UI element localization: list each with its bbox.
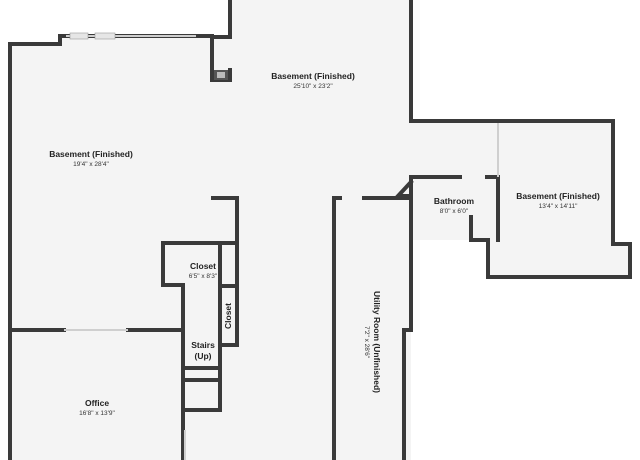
room-basement-right: Basement (Finished) 13'4" x 14'11" bbox=[516, 191, 600, 210]
room-name: Bathroom bbox=[434, 196, 475, 206]
top-windows bbox=[66, 32, 196, 40]
room-name: Basement (Finished) bbox=[49, 149, 133, 159]
interior-walls bbox=[8, 123, 500, 460]
room-name: Stairs bbox=[191, 340, 215, 350]
room-stairs: Stairs (Up) bbox=[191, 340, 215, 361]
room-dims: 16'8" x 13'9" bbox=[79, 410, 115, 417]
room-name: Closet bbox=[223, 303, 233, 329]
room-utility: Utility Room (Unfinished) 7'2" x 28'6" bbox=[363, 291, 382, 393]
room-dims: 6'5" x 8'3" bbox=[189, 273, 218, 280]
room-dims: 13'4" x 14'11" bbox=[539, 203, 578, 210]
floor-area bbox=[10, 0, 630, 460]
room-name: Basement (Finished) bbox=[516, 191, 600, 201]
room-name: Office bbox=[85, 398, 109, 408]
room-dims: 7'2" x 28'6" bbox=[363, 326, 370, 359]
room-office: Office 16'8" x 13'9" bbox=[79, 398, 115, 417]
room-bathroom: Bathroom 8'0" x 6'0" bbox=[434, 196, 475, 215]
room-basement-left: Basement (Finished) 19'4" x 28'4" bbox=[49, 149, 133, 168]
room-name: Basement (Finished) bbox=[271, 71, 355, 81]
room-closet-2: Closet bbox=[223, 303, 233, 329]
room-closet-1: Closet 6'5" x 8'3" bbox=[189, 261, 218, 280]
room-basement-main: Basement (Finished) 25'10" x 23'2" bbox=[271, 71, 355, 90]
room-sub: (Up) bbox=[195, 351, 212, 361]
fireplace-icon bbox=[210, 35, 232, 82]
room-name: Utility Room (Unfinished) bbox=[372, 291, 382, 393]
room-name: Closet bbox=[190, 261, 216, 271]
room-dims: 25'10" x 23'2" bbox=[293, 83, 333, 90]
room-dims: 8'0" x 6'0" bbox=[440, 208, 469, 215]
room-dims: 19'4" x 28'4" bbox=[73, 161, 109, 168]
